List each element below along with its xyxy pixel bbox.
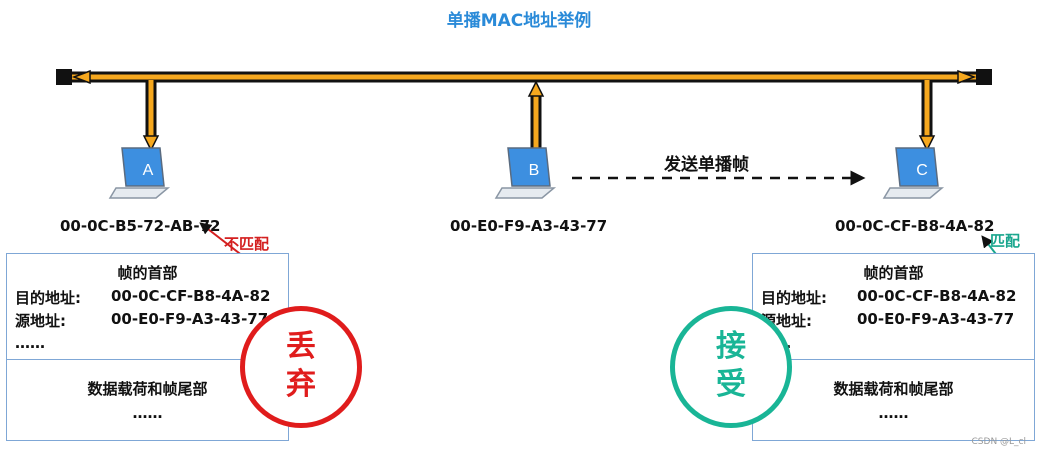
- frame-header-title: 帧的首部: [117, 264, 178, 282]
- drop-to-host-a: [142, 80, 160, 152]
- watermark: CSDN @L_cl: [971, 437, 1026, 447]
- frame-divider: [753, 359, 1034, 360]
- uplink-from-host-b: [527, 80, 545, 150]
- bus-terminator-right: [976, 69, 992, 85]
- bus-arrow-left: [71, 69, 91, 85]
- stamp-char-top: 接: [716, 329, 746, 364]
- header-ellipsis: ……: [15, 334, 45, 352]
- laptop-c-icon: [882, 147, 945, 199]
- dst-label: 目的地址:: [15, 289, 81, 307]
- bus-terminator-left: [56, 69, 72, 85]
- bus-arrow-right: [957, 69, 977, 85]
- src-value: 00-E0-F9-A3-43-77: [857, 310, 1015, 328]
- discard-stamp: 丢 弃: [240, 306, 362, 428]
- src-label: 源地址:: [15, 312, 66, 330]
- host-a-letter: A: [143, 162, 154, 179]
- payload-ellipsis: ……: [878, 404, 909, 422]
- payload-label: 数据载荷和帧尾部: [833, 380, 954, 398]
- laptop-b-icon: [494, 147, 557, 199]
- mismatch-tag: 不匹配: [224, 235, 270, 253]
- stamp-char-top: 丢: [286, 329, 316, 364]
- dst-value: 00-0C-CF-B8-4A-82: [111, 287, 271, 305]
- frame-divider: [7, 359, 288, 360]
- frame-header-title: 帧的首部: [863, 264, 924, 282]
- host-c-letter: C: [916, 162, 928, 179]
- stamp-char-bottom: 受: [716, 367, 746, 402]
- drop-to-host-c: [918, 80, 936, 152]
- match-tag: 匹配: [990, 232, 1021, 250]
- payload-ellipsis: ……: [132, 404, 163, 422]
- diagram-title: 单播MAC地址举例: [446, 11, 592, 31]
- src-value: 00-E0-F9-A3-43-77: [111, 310, 269, 328]
- accept-stamp: 接 受: [670, 306, 792, 428]
- send-label: 发送单播帧: [664, 155, 749, 175]
- host-a-mac: 00-0C-B5-72-AB-72: [60, 217, 221, 235]
- frame-host-c: 帧的首部 目的地址: 00-0C-CF-B8-4A-82 源地址: 00-E0-…: [752, 253, 1035, 441]
- ethernet-bus: [56, 69, 992, 85]
- payload-label: 数据载荷和帧尾部: [87, 380, 208, 398]
- laptop-a-icon: [108, 147, 171, 199]
- host-c-mac: 00-0C-CF-B8-4A-82: [835, 217, 995, 235]
- host-b-mac: 00-E0-F9-A3-43-77: [450, 217, 608, 235]
- dst-value: 00-0C-CF-B8-4A-82: [857, 287, 1017, 305]
- frame-host-a: 帧的首部 目的地址: 00-0C-CF-B8-4A-82 源地址: 00-E0-…: [6, 253, 289, 441]
- host-b-letter: B: [529, 162, 540, 179]
- dst-label: 目的地址:: [761, 289, 827, 307]
- stamp-char-bottom: 弃: [286, 367, 316, 402]
